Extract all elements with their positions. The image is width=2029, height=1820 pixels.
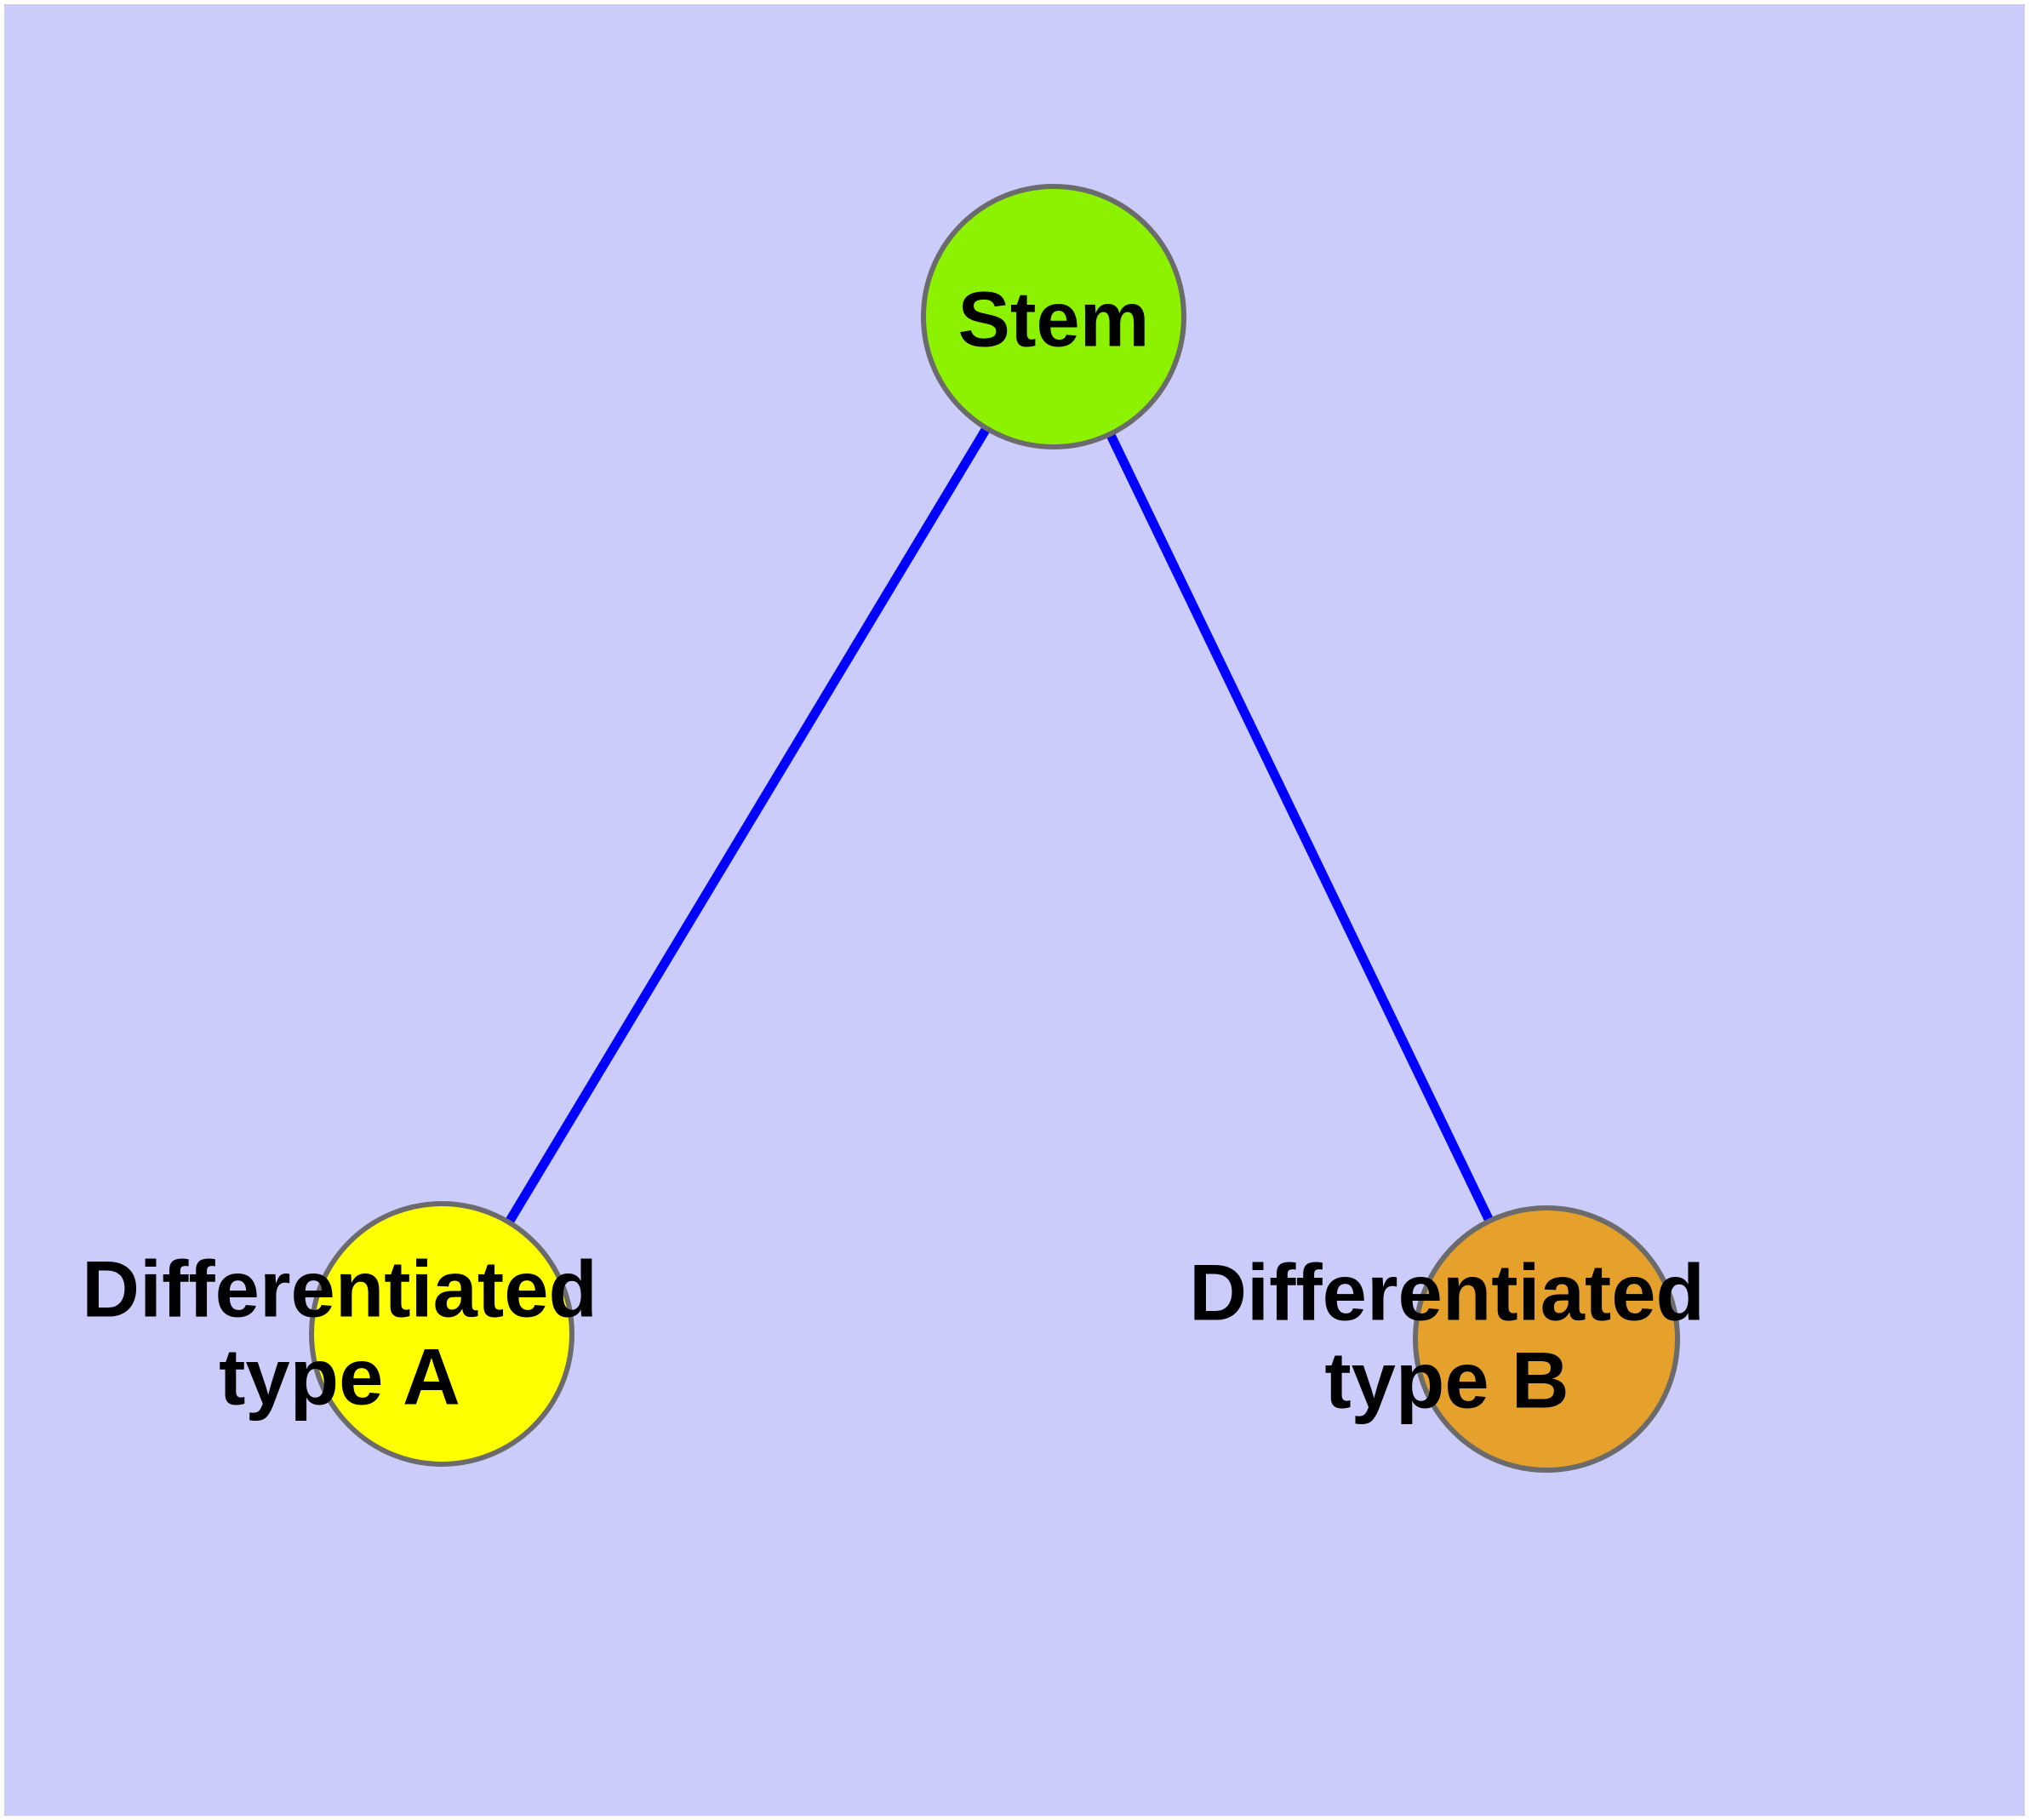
graph-node-diff_b[interactable] — [1413, 1205, 1680, 1473]
graph-node-diff_a[interactable] — [309, 1201, 574, 1467]
graph-node-stem[interactable] — [921, 184, 1186, 449]
node-layer — [309, 184, 1680, 1473]
edge-layer — [437, 314, 1551, 1342]
graph-edge — [1049, 314, 1551, 1342]
graph-edge — [437, 314, 1058, 1336]
